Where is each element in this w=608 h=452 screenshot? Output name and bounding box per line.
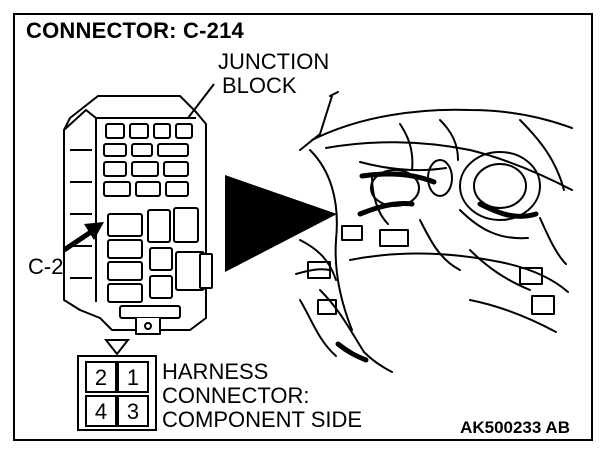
dashboard-drawing <box>295 91 573 373</box>
harness-label-line2: CONNECTOR: <box>162 383 310 408</box>
harness-label-line1: HARNESS <box>162 359 269 384</box>
harness-label-line3: COMPONENT SIDE <box>162 407 363 432</box>
pin-3: 3 <box>127 399 139 424</box>
junction-block-label-line2: BLOCK <box>222 73 297 98</box>
pin-1: 1 <box>127 365 139 390</box>
diagram-title: CONNECTOR: C-214 <box>26 18 244 43</box>
filled-arrow-icon <box>62 222 104 253</box>
junction-block-label: JUNCTION BLOCK <box>218 50 329 98</box>
triangle-pointer-icon <box>103 339 131 356</box>
large-triangle-view-icon <box>225 175 337 272</box>
harness-connector-label: HARNESS CONNECTOR: COMPONENT SIDE <box>162 360 362 432</box>
pin-2: 2 <box>95 365 107 390</box>
harness-heavy-lines <box>335 171 539 363</box>
connector-face <box>77 355 157 431</box>
drawing-code: AK500233 AB <box>460 418 570 437</box>
pin-4: 4 <box>95 399 107 424</box>
junction-block-leader <box>187 83 215 119</box>
junction-block-label-line1: JUNCTION <box>218 49 330 74</box>
junction-block-drawing <box>63 95 213 335</box>
